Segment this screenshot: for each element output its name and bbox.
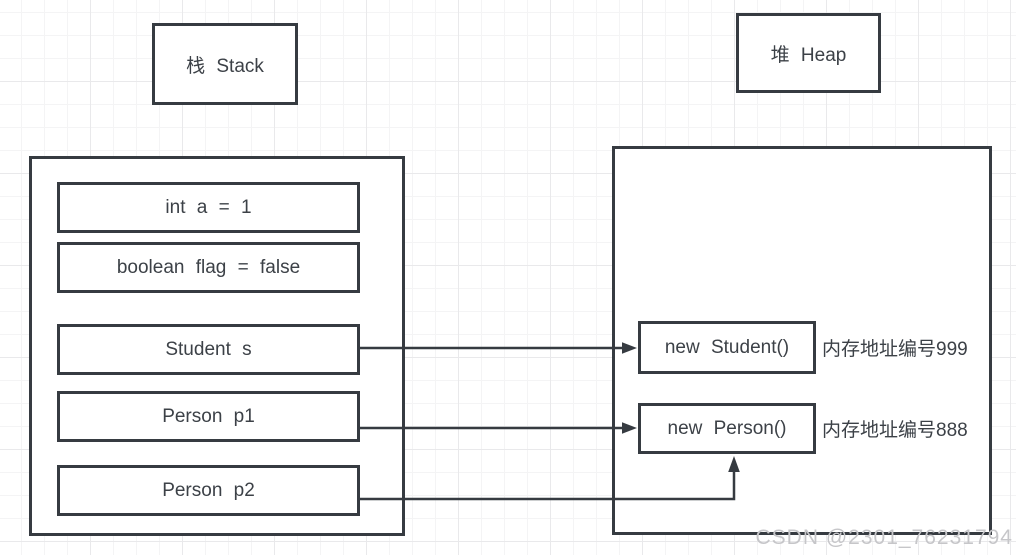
heap-object-new-person: new Person(): [638, 403, 816, 454]
heap-title-label: 堆 Heap: [770, 44, 847, 66]
stack-title-box: 栈 Stack: [152, 23, 298, 105]
stack-var-person-p2: Person p2: [57, 465, 360, 516]
stack-var-label: boolean flag = false: [116, 256, 301, 278]
heap-object-new-student: new Student(): [638, 321, 816, 374]
stack-var-label: Student s: [165, 338, 252, 360]
heap-object-label: new Student(): [664, 336, 790, 358]
stack-var-label: Person p2: [162, 479, 255, 501]
stack-var-person-p1: Person p1: [57, 391, 360, 442]
heap-object-label: new Person(): [667, 417, 787, 439]
memory-address-999-label: 内存地址编号999: [822, 338, 968, 360]
heap-title-box: 堆 Heap: [736, 13, 881, 93]
csdn-watermark: CSDN @2301_76231794: [755, 526, 1013, 549]
stack-var-int-a: int a = 1: [57, 182, 360, 233]
memory-address-888-label: 内存地址编号888: [822, 419, 968, 441]
stack-title-label: 栈 Stack: [186, 55, 264, 77]
stack-var-boolean-flag: boolean flag = false: [57, 242, 360, 293]
stack-var-label: int a = 1: [165, 196, 252, 218]
stack-var-student-s: Student s: [57, 324, 360, 375]
stack-var-label: Person p1: [162, 405, 255, 427]
